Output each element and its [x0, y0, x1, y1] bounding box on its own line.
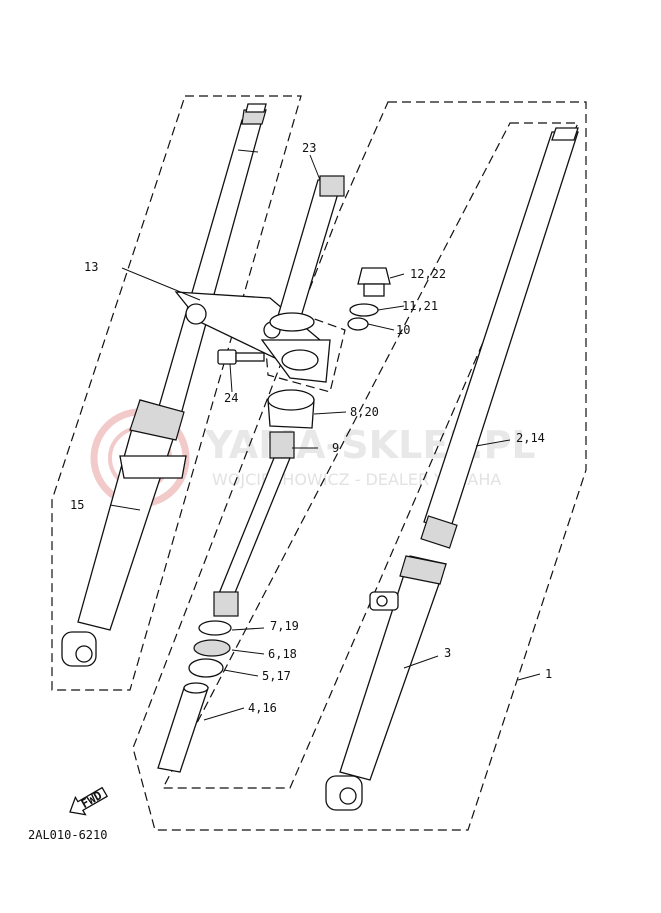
watermark-tagline: WOJCIECHOWICZ - DEALER YAMAHA	[212, 470, 501, 489]
callout-3: 3	[444, 646, 451, 660]
dust-seal-8	[267, 389, 315, 429]
callout-2: 2,14	[516, 431, 545, 445]
damper-rod-4	[157, 682, 209, 773]
callout-15: 15	[70, 498, 84, 512]
o-ring-11	[349, 303, 379, 317]
bushing-5	[188, 658, 224, 678]
fwd-arrow-icon: FWD	[69, 786, 109, 816]
spring-9	[213, 431, 295, 617]
leader-lines	[109, 154, 541, 721]
callout-11: 11,21	[402, 299, 438, 313]
callout-23: 23	[302, 141, 316, 155]
washer-7	[198, 620, 232, 636]
callout-7: 7,19	[270, 619, 299, 633]
seal-6	[193, 639, 231, 657]
callout-8: 8,20	[350, 405, 379, 419]
callout-6: 6,18	[268, 647, 297, 661]
diagram-code: 2AL010-6210	[28, 828, 107, 842]
callout-24: 24	[224, 391, 238, 405]
steering-stem	[260, 175, 345, 383]
callout-12: 12,22	[410, 267, 446, 281]
inner-fork-group-outline	[162, 122, 579, 789]
inner-tube-2	[420, 127, 579, 549]
watermark-brand: YAMA-SKLEP.PL	[204, 423, 536, 467]
left-fork-group-outline	[51, 95, 302, 691]
washer-10	[347, 317, 369, 331]
callout-1: 1	[545, 667, 552, 681]
cap-bolt-12	[357, 267, 391, 297]
outer-tube-3	[325, 555, 447, 811]
callout-5: 5,17	[262, 669, 291, 683]
callout-10: 10	[396, 323, 410, 337]
bolt-24	[217, 349, 265, 365]
left-fork-tube	[157, 103, 267, 419]
callout-13: 13	[84, 260, 98, 274]
left-fork-outer-tube	[61, 399, 187, 667]
callout-4: 4,16	[248, 701, 277, 715]
callout-9: 9	[332, 441, 339, 455]
